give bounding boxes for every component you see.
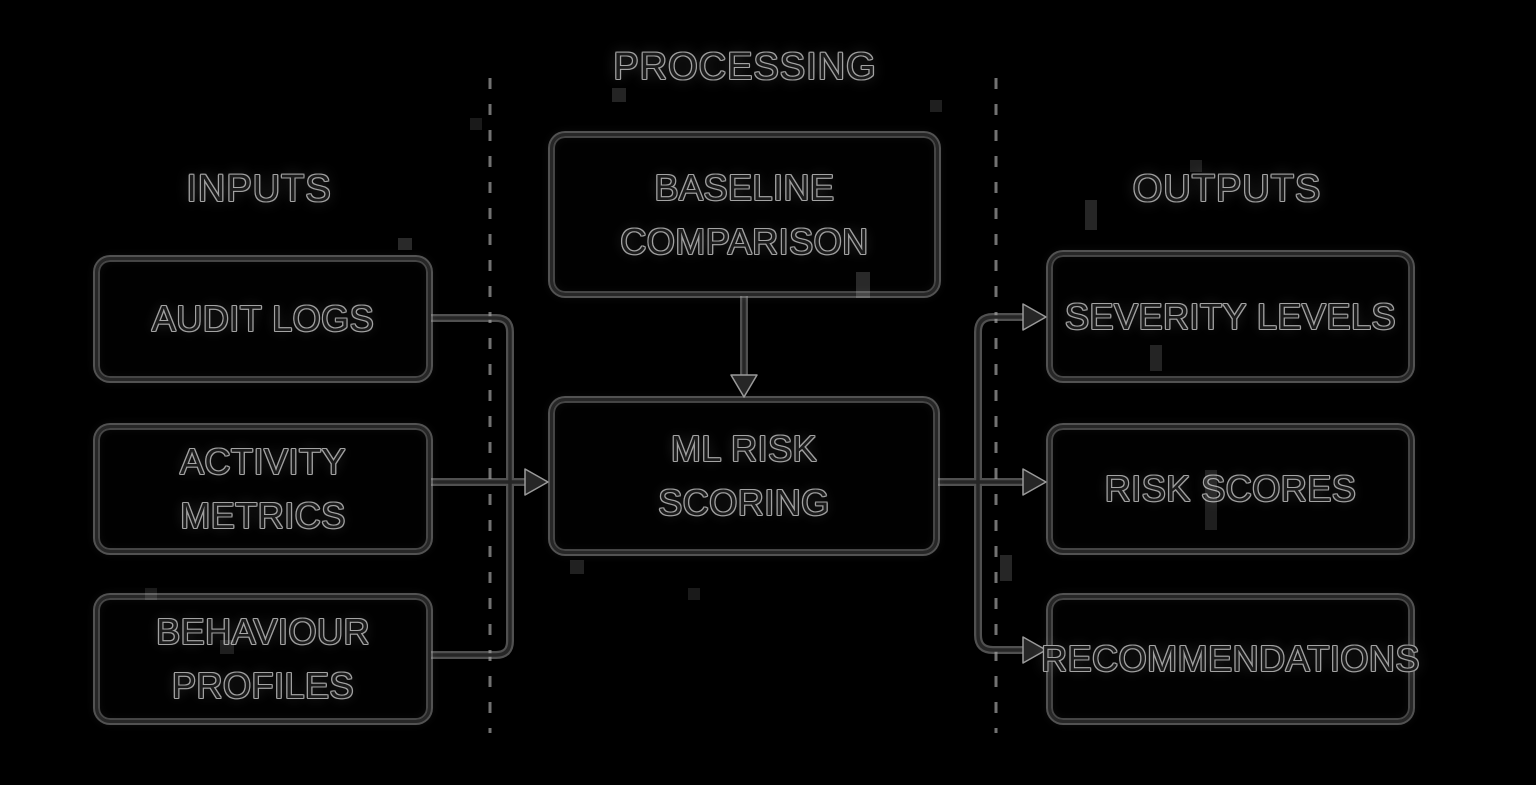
node-activity-metrics: ACTIVITY METRICS xyxy=(95,425,431,553)
node-severity-levels-label: SEVERITY LEVELS xyxy=(1065,295,1396,337)
node-behaviour-profiles-label: BEHAVIOUR PROFILES xyxy=(156,611,370,706)
edge-halo-out-down xyxy=(974,482,1024,654)
node-baseline-comparison-label: BASELINE COMPARISON xyxy=(620,166,869,262)
node-audit-logs-label: AUDIT LOGS xyxy=(151,298,375,339)
edge-ml-to-recommendations xyxy=(976,482,1024,652)
edge-halo-out-up xyxy=(974,313,1024,482)
section-header-processing: PROCESSING xyxy=(613,45,877,88)
node-recommendations-label: RECOMMENDATIONS xyxy=(1041,638,1420,679)
node-ml-risk-scoring: ML RISK SCORING xyxy=(550,398,938,554)
section-header-outputs: OUTPUTS xyxy=(1132,167,1322,210)
arrowhead-into-risk-scores xyxy=(1022,468,1047,496)
section-header-inputs: INPUTS xyxy=(186,167,332,210)
edge-halo-behaviour xyxy=(431,482,514,659)
node-audit-logs: AUDIT LOGS xyxy=(95,257,431,381)
edge-ml-to-severity xyxy=(976,315,1024,482)
arrowhead-into-severity xyxy=(1022,303,1047,331)
node-activity-metrics-label: ACTIVITY METRICS xyxy=(179,441,347,536)
node-risk-scores-label: RISK SCORES xyxy=(1104,468,1357,509)
node-behaviour-profiles: BEHAVIOUR PROFILES xyxy=(95,595,431,723)
node-recommendations: RECOMMENDATIONS xyxy=(1041,595,1419,723)
node-severity-levels: SEVERITY LEVELS xyxy=(1048,252,1413,381)
arrowhead-baseline-down xyxy=(730,374,758,398)
node-ml-risk-scoring-label: ML RISK SCORING xyxy=(658,428,830,523)
arrowhead-into-ml xyxy=(524,468,549,496)
edge-halo-audit xyxy=(431,314,514,482)
edge-behaviour-to-ml xyxy=(431,482,512,657)
node-risk-scores: RISK SCORES xyxy=(1048,425,1413,553)
node-baseline-comparison: BASELINE COMPARISON xyxy=(550,133,939,296)
edge-audit-to-ml xyxy=(431,316,512,482)
arrowhead-into-recommendations xyxy=(1022,636,1047,664)
